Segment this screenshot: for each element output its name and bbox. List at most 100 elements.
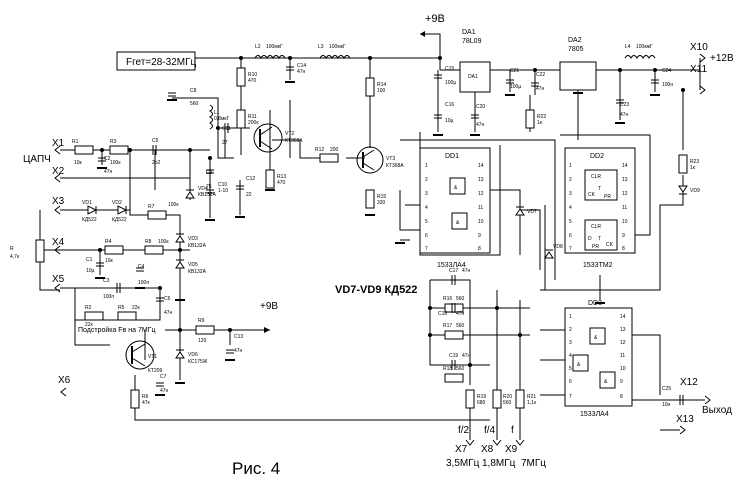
svg-text:КТ368А: КТ368А [386,163,404,169]
svg-text:22к: 22к [85,322,94,328]
svg-text:VD4: VD4 [198,186,208,192]
connector-x8[interactable]: f/4 X8 1,8МГц [481,425,516,469]
svg-text:14: 14 [622,163,628,169]
chip-dd3: DD3 1533ЛА4 & & & 1 2 3 4 5 6 7 14 13 12… [564,300,633,418]
svg-text:6: 6 [425,233,428,239]
output-label: Выход [702,405,732,416]
svg-text:C7: C7 [160,374,167,380]
svg-text:10µ: 10µ [445,118,454,124]
x1-label: X1 [52,138,65,149]
connector-x6[interactable]: X6 [58,375,71,397]
connector-x2[interactable]: X2 [52,166,65,183]
svg-text:R7: R7 [148,204,155,210]
svg-text:КС175Ж: КС175Ж [188,359,208,365]
svg-text:C10: C10 [218,182,227,188]
svg-text:CLR: CLR [591,174,601,180]
connector-x13[interactable]: X13 Выход [660,405,732,435]
svg-text:9: 9 [620,379,623,385]
svg-text:4: 4 [569,205,572,211]
transistor-vt2: VT2 КТ368А [253,123,303,153]
svg-text:47н: 47н [164,310,173,316]
dd2-title: DD2 [590,153,604,160]
svg-text:R9: R9 [198,318,205,324]
x4-label: X4 [52,237,65,248]
svg-text:L2: L2 [255,44,261,50]
svg-text:47н: 47н [462,353,471,359]
svg-text:47н: 47н [234,348,243,354]
svg-text:VD6: VD6 [188,352,198,358]
svg-text:C16: C16 [445,102,454,108]
svg-text:R22: R22 [537,114,546,120]
dd3-title: DD3 [588,300,602,307]
da2-type: 7805 [568,46,584,53]
svg-text:5: 5 [569,219,572,225]
x9-label: X9 [505,444,518,455]
svg-text:10µ: 10µ [86,268,95,274]
x7-label: X7 [455,444,468,455]
svg-text:C6: C6 [164,296,171,302]
svg-text:100: 100 [377,88,386,94]
vcc-top-arrow [420,31,425,37]
svg-text:C15: C15 [445,66,454,72]
svg-text:47н: 47н [620,112,629,118]
svg-text:C5: C5 [152,138,159,144]
svg-text:КТ368А: КТ368А [285,138,303,144]
capacitors: C14 47н C15 100µ C16 10µ C20 47н C21 100… [86,63,684,408]
connector-x12[interactable]: X12 [680,377,711,405]
svg-text:470: 470 [277,180,286,186]
dd3-type: 1533ЛА4 [580,411,609,418]
connector-x1[interactable]: X1 ЦАПЧ [23,138,65,165]
svg-text:1к: 1к [537,120,543,126]
connector-x10[interactable]: X10 [690,42,708,63]
x10-label: X10 [690,42,708,53]
connector-x5[interactable]: X5 [52,274,65,293]
connector-x4[interactable]: X4 [52,237,65,255]
svg-text:2: 2 [569,177,572,183]
connector-x11[interactable]: X11 [690,64,707,95]
svg-text:560: 560 [456,296,465,302]
svg-text:100к: 100к [158,239,169,245]
svg-text:47н: 47н [476,122,485,128]
svg-text:560: 560 [456,323,465,329]
figure-caption: Рис. 4 [232,459,280,478]
svg-text:D: D [588,236,592,242]
x8-label: X8 [481,444,494,455]
svg-text:C9: C9 [206,170,213,176]
svg-text:8: 8 [622,246,625,252]
connector-x7[interactable]: f/2 X7 3,5МГц [446,425,480,469]
svg-text:R3: R3 [110,139,117,145]
svg-text:R17: R17 [443,323,452,329]
dd1-type: 1533ЛА4 [437,262,466,269]
svg-text:R8: R8 [145,239,152,245]
svg-text:C18: C18 [438,311,447,317]
connector-x3[interactable]: X3 [52,196,65,215]
svg-text:100мкГ: 100мкГ [636,44,653,50]
svg-text:200к: 200к [248,120,259,126]
x13-label: X13 [676,414,694,425]
svg-text:C4: C4 [138,264,145,270]
svg-text:R23: R23 [690,159,699,165]
svg-text:R15: R15 [377,194,386,200]
svg-text:1: 1 [569,163,572,169]
svg-text:4: 4 [425,205,428,211]
svg-text:C19: C19 [449,353,458,359]
svg-text:100п: 100п [138,280,149,286]
svg-text:C21: C21 [510,68,519,74]
svg-text:100мкГ: 100мкГ [329,44,346,50]
svg-text:C24: C24 [662,68,671,74]
svg-text:R11: R11 [248,114,257,120]
x2-label: X2 [52,166,65,177]
svg-text:3: 3 [425,191,428,197]
svg-text:C20: C20 [476,104,485,110]
svg-text:4: 4 [569,353,572,359]
svg-text:R18: R18 [443,366,452,372]
connector-x9[interactable]: f X9 7МГц [505,425,546,469]
svg-text:5: 5 [569,366,572,372]
da1-type: 78L09 [462,38,482,45]
svg-text:L1: L1 [214,110,220,116]
svg-text:7: 7 [569,246,572,252]
x11-label: X11 [690,64,707,75]
x8-div: f/4 [484,425,496,436]
vcc12-label: +12В [710,53,734,64]
